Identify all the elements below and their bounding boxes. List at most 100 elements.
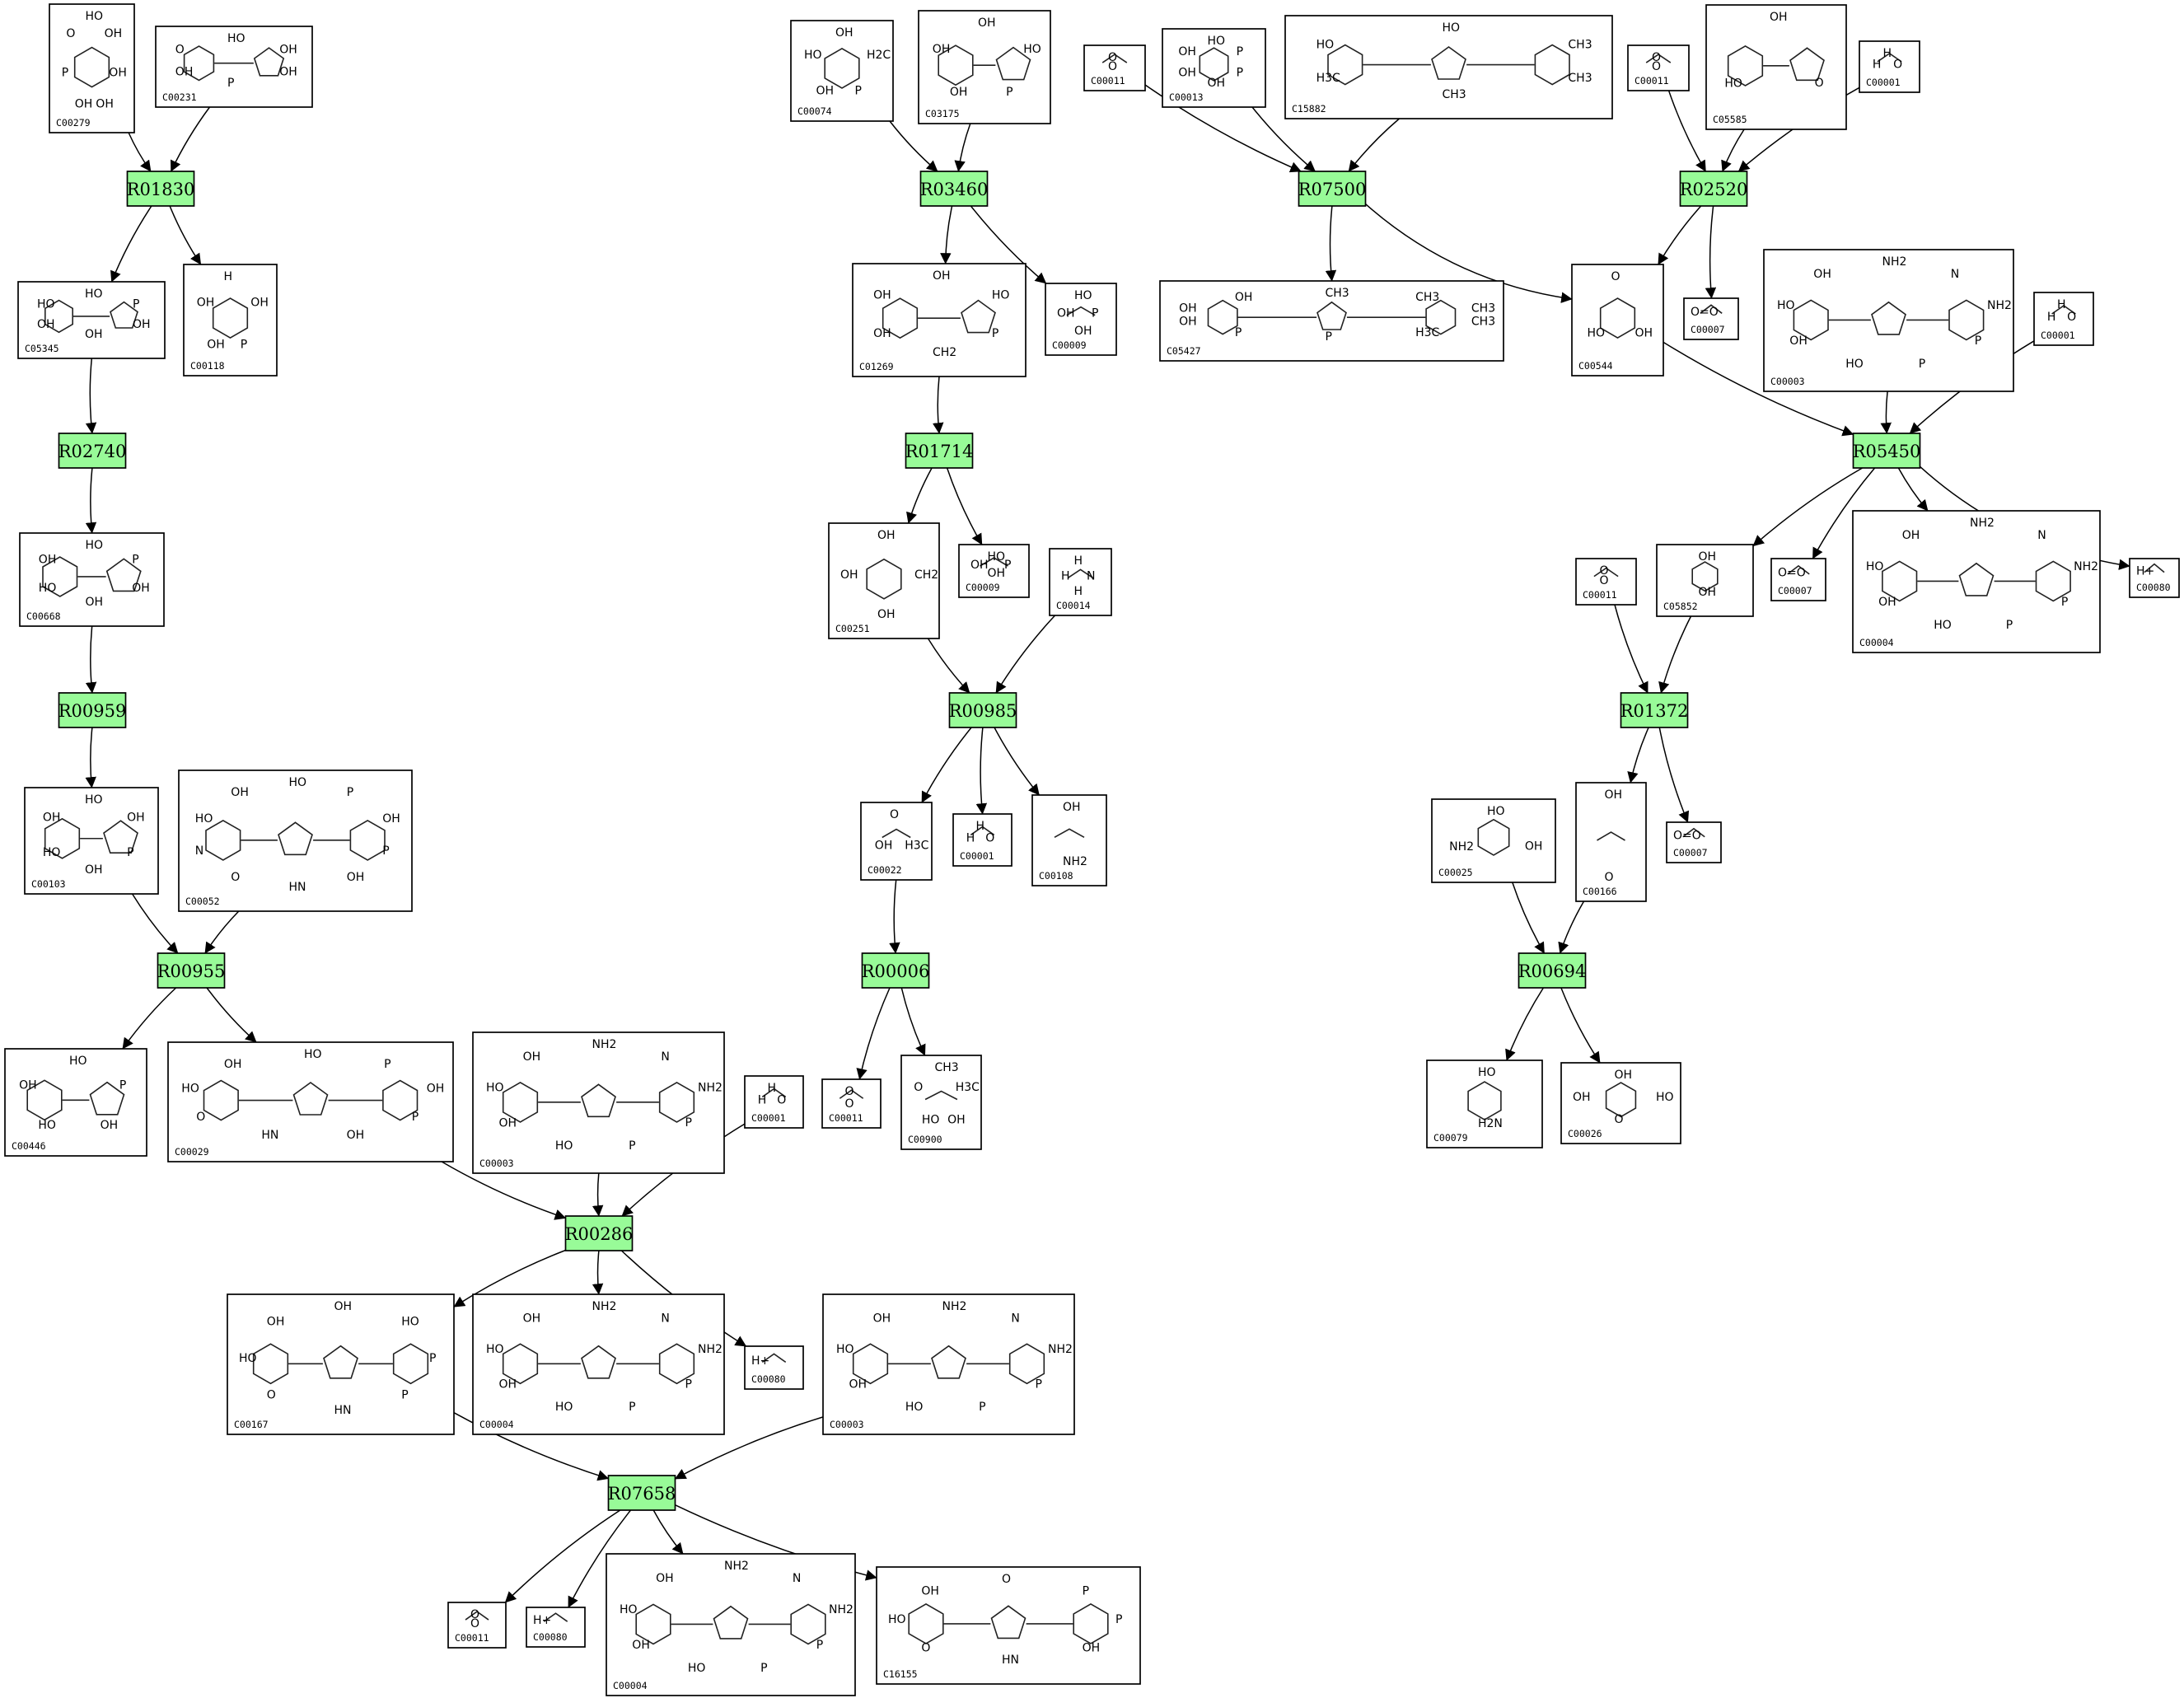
atom-label: OH xyxy=(105,27,123,40)
atom-label: NH2 xyxy=(829,1603,853,1616)
reaction-node-r02740[interactable]: R02740 xyxy=(58,433,127,469)
reaction-node-r00006[interactable]: R00006 xyxy=(861,952,930,989)
atom-label: OH xyxy=(933,269,951,283)
reaction-edge xyxy=(504,1509,621,1603)
atom-label: HO xyxy=(555,1139,573,1153)
atom-label: P xyxy=(119,1079,126,1092)
reaction-node-r01714[interactable]: R01714 xyxy=(905,433,974,469)
reaction-node-r07658[interactable]: R07658 xyxy=(607,1475,676,1511)
atom-label: CH3 xyxy=(1415,291,1439,304)
reaction-node-r00286[interactable]: R00286 xyxy=(564,1215,634,1251)
reaction-edge xyxy=(1512,882,1546,954)
atom-label: H xyxy=(1074,585,1083,598)
reaction-node-r00959[interactable]: R00959 xyxy=(58,692,127,728)
atom-label: P xyxy=(133,297,139,311)
compound-id-label: C00009 xyxy=(1052,339,1087,351)
reaction-node-r07500[interactable]: R07500 xyxy=(1298,171,1367,207)
reaction-label: R01372 xyxy=(1620,701,1689,721)
reaction-node-r00694[interactable]: R00694 xyxy=(1518,952,1587,989)
reaction-node-r02520[interactable]: R02520 xyxy=(1679,171,1748,207)
compound-node-c00080[interactable]: H+C00080 xyxy=(744,1345,804,1390)
atom-label: P xyxy=(1083,1584,1089,1597)
compound-id-label: C00001 xyxy=(1866,77,1901,88)
atom-label: OH xyxy=(1083,1642,1101,1655)
reaction-edge xyxy=(954,123,971,172)
atom-label: P xyxy=(241,338,247,351)
atom-label: HO xyxy=(1656,1091,1674,1104)
atom-label: P xyxy=(685,1116,692,1130)
atom-label: OH xyxy=(656,1572,674,1585)
compound-id-label: C00074 xyxy=(797,105,832,117)
compound-id-label: C00080 xyxy=(2136,582,2171,593)
reaction-node-r00985[interactable]: R00985 xyxy=(948,692,1017,728)
reaction-node-r05450[interactable]: R05450 xyxy=(1852,433,1921,469)
reaction-node-r01372[interactable]: R01372 xyxy=(1620,692,1689,728)
reaction-node-r01830[interactable]: R01830 xyxy=(126,171,195,207)
compound-node-c00080[interactable]: H+C00080 xyxy=(526,1607,586,1648)
atom-label: H+ xyxy=(751,1354,769,1368)
reaction-node-r00955[interactable]: R00955 xyxy=(157,952,226,989)
compound-id-label: C00022 xyxy=(868,864,902,876)
reaction-node-r03460[interactable]: R03460 xyxy=(919,171,989,207)
atom-label: P xyxy=(1004,559,1011,572)
atom-label: O xyxy=(196,1111,205,1124)
atom-label: HO xyxy=(85,288,103,301)
atom-label: N xyxy=(195,844,203,858)
atom-label: H xyxy=(1074,554,1083,568)
compound-id-label: C05345 xyxy=(25,343,59,354)
reaction-edge xyxy=(85,625,97,694)
compound-node-c00080[interactable]: H+C00080 xyxy=(2129,558,2180,598)
reaction-edge xyxy=(1663,341,1854,437)
atom-label: O xyxy=(1652,60,1661,73)
